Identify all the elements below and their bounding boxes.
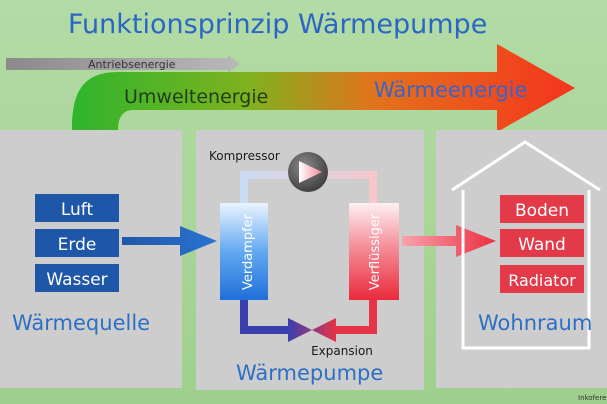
source-box-air-label: Luft xyxy=(61,200,94,220)
source-box-earth xyxy=(35,229,119,257)
room-box-wall xyxy=(500,229,584,257)
expansion-label: Expansion xyxy=(311,344,373,358)
drive-energy-label: Antriebsenergie xyxy=(88,58,176,71)
pipe-bottom-right xyxy=(326,326,377,334)
room-box-radiator xyxy=(500,265,584,293)
evaporator xyxy=(220,203,268,300)
pipe-bottom-right-riser xyxy=(369,298,377,334)
source-panel xyxy=(0,130,182,388)
drive-energy-arrow xyxy=(6,55,240,73)
environment-energy-label: Umweltenergie xyxy=(124,86,268,108)
source-box-water xyxy=(35,264,119,292)
heat-energy-label: Wärmeenergie xyxy=(374,78,527,102)
expansion-valve-icon xyxy=(288,318,336,342)
source-panel-label: Wärmequelle xyxy=(12,311,150,335)
source-box-water-label: Wasser xyxy=(46,270,107,290)
pipe-top-right-riser xyxy=(369,171,377,205)
room-box-wall-label: Wand xyxy=(518,235,566,255)
room-box-floor-label: Boden xyxy=(515,201,569,221)
pipe-top-left-riser xyxy=(240,171,248,205)
condenser-label: Verflüssiger xyxy=(368,213,383,290)
room-panel-label: Wohnraum xyxy=(478,311,592,335)
condenser xyxy=(349,203,399,300)
pipe-bottom-left xyxy=(240,326,298,334)
evaporator-label: Verdampfer xyxy=(241,213,256,290)
pump-panel-label: Wärmepumpe xyxy=(236,361,383,385)
source-box-earth-label: Erde xyxy=(58,235,97,255)
pipe-bottom-left-riser xyxy=(240,298,248,334)
room-box-radiator-label: Radiator xyxy=(508,271,576,290)
pump-to-room-arrow xyxy=(402,225,496,257)
house-outline-icon xyxy=(451,140,601,350)
credit-text: Inkoferer xyxy=(578,394,607,402)
room-box-floor xyxy=(500,195,584,223)
compressor-play-icon xyxy=(299,161,322,183)
diagram-title: Funktionsprinzip Wärmepumpe xyxy=(68,9,487,40)
energy-arrow xyxy=(72,44,575,132)
compressor-label: Kompressor xyxy=(209,149,280,163)
source-box-air xyxy=(35,194,119,222)
source-to-pump-arrow xyxy=(122,226,217,256)
